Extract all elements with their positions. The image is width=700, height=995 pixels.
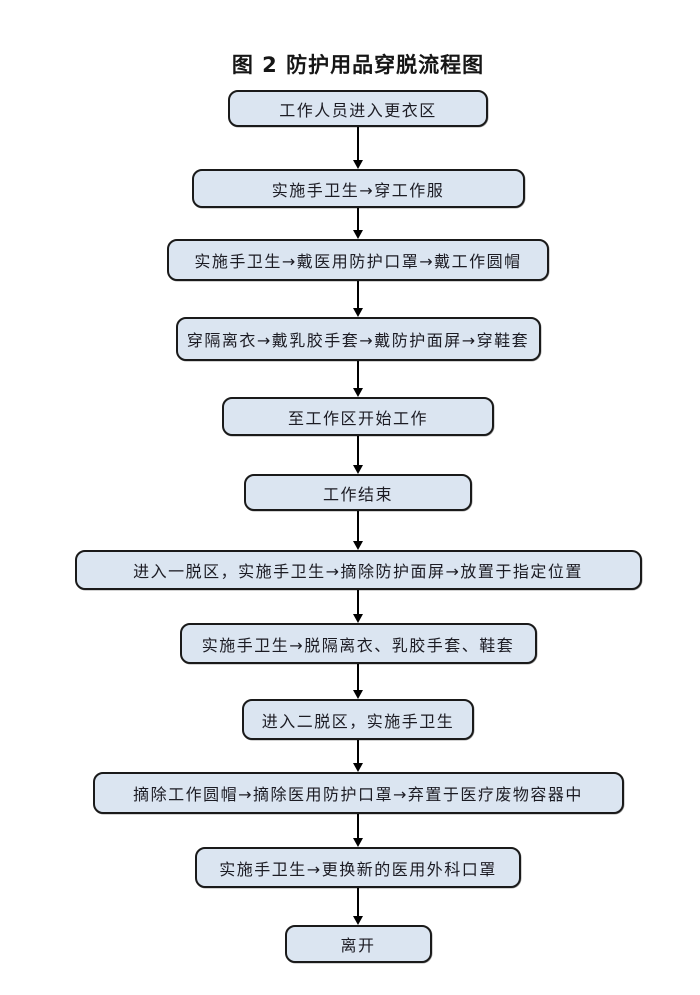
down-arrow-icon: [352, 888, 364, 925]
down-arrow-icon: [352, 281, 364, 317]
flow-step-gown-gloves-shield-covers: 穿隔离衣→戴乳胶手套→戴防护面屏→穿鞋套: [175, 317, 541, 361]
flow-step-remove-gown-gloves-covers: 实施手卫生→脱隔离衣、乳胶手套、鞋套: [179, 623, 537, 664]
flow-step-second-doffing-area: 进入二脱区，实施手卫生: [242, 699, 474, 740]
flow-step-mask-cap: 实施手卫生→戴医用防护口罩→戴工作圆帽: [167, 239, 549, 281]
flow-step-hand-hygiene-work-clothes: 实施手卫生→穿工作服: [191, 169, 525, 208]
step-label: 进入二脱区，实施手卫生: [261, 711, 455, 731]
step-label: 实施手卫生→穿工作服: [271, 180, 445, 200]
flow-step-new-surgical-mask: 实施手卫生→更换新的医用外科口罩: [195, 847, 521, 888]
down-arrow-icon: [352, 436, 364, 474]
flow-step-work-end: 工作结束: [244, 474, 472, 511]
step-label: 工作结束: [322, 484, 393, 504]
down-arrow-icon: [352, 590, 364, 623]
step-label: 实施手卫生→脱隔离衣、乳胶手套、鞋套: [201, 635, 515, 655]
down-arrow-icon: [352, 664, 364, 699]
step-label: 进入一脱区，实施手卫生→摘除防护面屏→放置于指定位置: [133, 562, 583, 581]
flow-step-first-doffing-area: 进入一脱区，实施手卫生→摘除防护面屏→放置于指定位置: [74, 550, 642, 590]
flowchart: 图 2 防护用品穿脱流程图 工作人员进入更衣区 实施手卫生→穿工作服 实施手卫生…: [16, 52, 700, 963]
step-label: 工作人员进入更衣区: [279, 100, 437, 120]
down-arrow-icon: [352, 814, 364, 847]
step-label: 摘除工作圆帽→摘除医用防护口罩→弃置于医疗废物容器中: [133, 785, 583, 804]
step-label: 至工作区开始工作: [287, 408, 428, 428]
step-label: 实施手卫生→戴医用防护口罩→戴工作圆帽: [194, 252, 522, 271]
flow-step-remove-cap-mask-dispose: 摘除工作圆帽→摘除医用防护口罩→弃置于医疗废物容器中: [92, 772, 624, 814]
step-label: 实施手卫生→更换新的医用外科口罩: [219, 859, 497, 879]
flow-step-enter-changing-area: 工作人员进入更衣区: [228, 90, 488, 127]
down-arrow-icon: [352, 208, 364, 239]
flow-step-start-work: 至工作区开始工作: [222, 397, 494, 436]
step-label: 离开: [340, 936, 376, 955]
flow-step-leave: 离开: [284, 925, 432, 963]
down-arrow-icon: [352, 740, 364, 772]
down-arrow-icon: [352, 127, 364, 169]
step-label: 穿隔离衣→戴乳胶手套→戴防护面屏→穿鞋套: [186, 331, 530, 350]
down-arrow-icon: [352, 511, 364, 550]
figure-title: 图 2 防护用品穿脱流程图: [231, 53, 485, 77]
down-arrow-icon: [352, 361, 364, 397]
